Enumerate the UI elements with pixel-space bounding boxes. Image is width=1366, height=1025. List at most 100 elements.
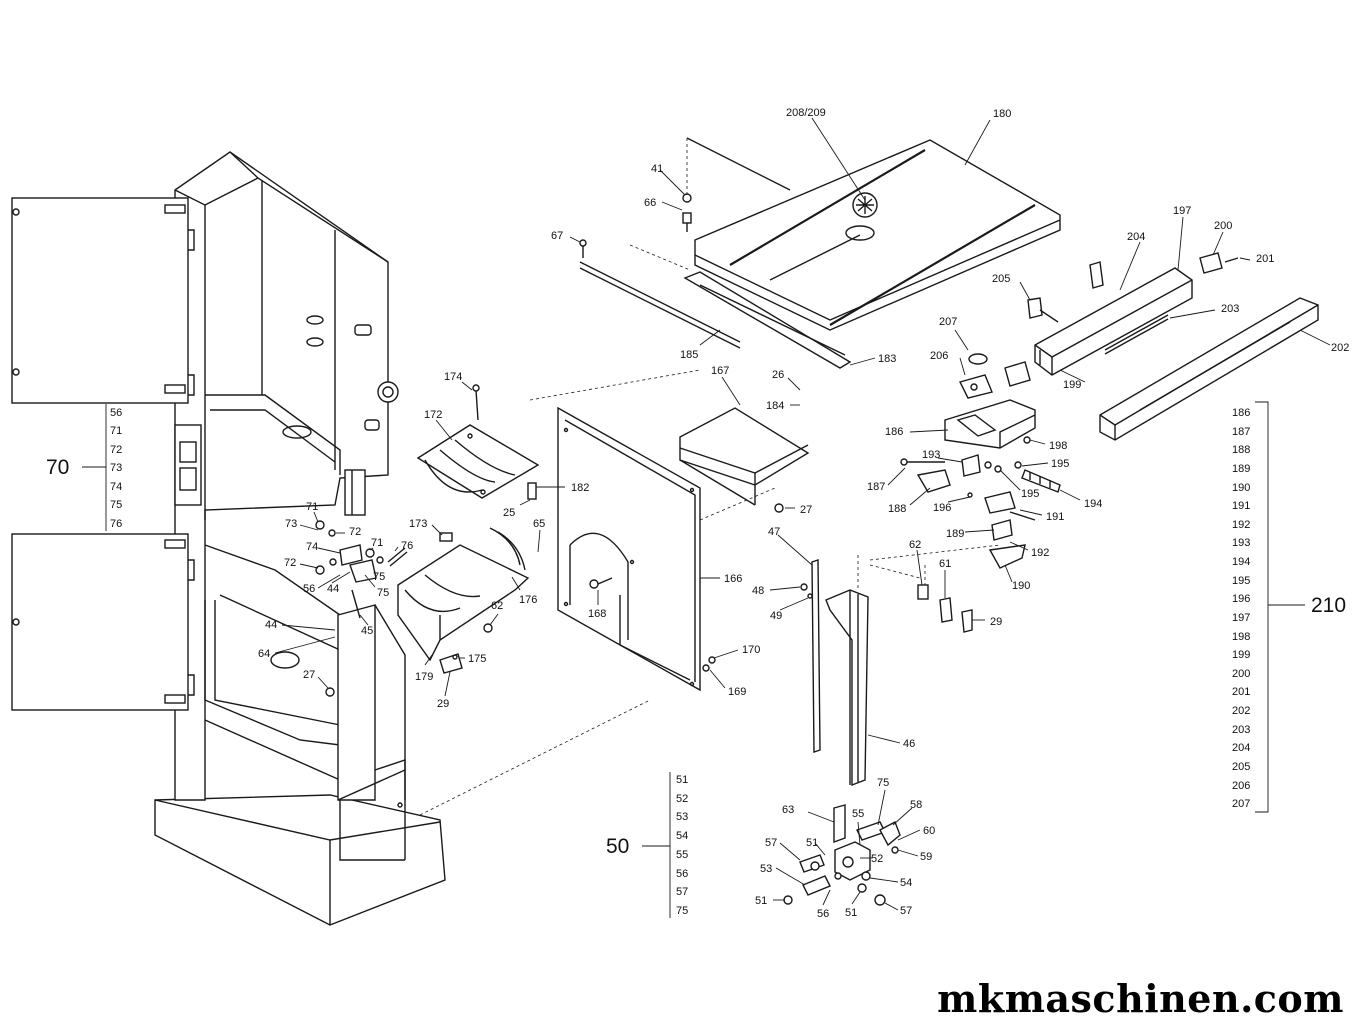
under-table-cover [679,407,810,513]
label-l71: 27 [303,669,315,681]
label-l14: 205 [992,273,1010,285]
label-l39: 48 [752,585,764,597]
label-l35: 29 [990,616,1002,628]
group-210-item: 190 [1232,482,1250,494]
wheel-cover-lower [397,527,530,674]
label-l13: 201 [1256,253,1274,265]
group-210-item: 186 [1232,407,1250,419]
group-210-number: 210 [1311,594,1346,617]
label-l46: 174 [444,371,462,383]
lower-door [11,533,195,711]
group-70-number: 70 [46,456,69,479]
label-l80: 59 [920,851,932,863]
label-l12: 200 [1214,220,1232,232]
label-l83: 51 [755,895,767,907]
label-l30: 189 [946,528,964,540]
group-210-item: 198 [1232,631,1250,643]
label-l6: 185 [680,349,698,361]
group-210-item: 206 [1232,780,1250,792]
label-l34: 61 [939,558,951,570]
table-bolt [682,137,791,232]
label-l73: 75 [877,777,889,789]
group-210-item: 200 [1232,668,1250,680]
label-l1: 208/209 [786,107,826,119]
group-210-item: 193 [1232,537,1250,549]
label-l85: 51 [845,907,857,919]
group-210-item: 201 [1232,686,1250,698]
group-210-item: 188 [1232,444,1250,456]
wheel-cover-upper [416,384,540,500]
group-50-item: 57 [676,886,688,898]
label-l37: 27 [800,504,812,516]
label-l48: 182 [571,482,589,494]
group-210-item: 187 [1232,426,1250,438]
group-50-item: 51 [676,774,688,786]
fence-rail [1034,267,1193,376]
label-l52: 176 [519,594,537,606]
trunnion-assembly [869,374,1061,633]
fence-bar [1099,297,1319,441]
bandsaw-frame [154,151,446,926]
lower-panel [419,369,776,816]
label-l81: 53 [760,863,772,875]
label-l45: 46 [903,738,915,750]
group-210-item: 202 [1232,705,1250,717]
label-l79: 52 [871,853,883,865]
label-l61: 76 [401,540,413,552]
label-l54: 175 [468,653,486,665]
group-210-item: 195 [1232,575,1250,587]
label-l42: 168 [588,608,606,620]
fence-small-parts [968,252,1239,387]
group-210-item: 199 [1232,649,1250,661]
label-l18: 206 [930,350,948,362]
label-l57: 71 [306,501,318,513]
label-l68: 45 [361,625,373,637]
group-50-item: 53 [676,811,688,823]
label-l27: 195 [1021,488,1039,500]
label-l76: 60 [923,825,935,837]
group-70-item: 76 [110,518,122,530]
label-l62: 74 [306,541,318,553]
label-l24: 187 [867,481,885,493]
label-l2: 180 [993,108,1011,120]
label-l31: 192 [1031,547,1049,559]
label-l25: 188 [888,503,906,515]
label-l53: 62 [491,600,503,612]
label-l8: 26 [772,369,784,381]
label-l66: 75 [373,571,385,583]
label-l44: 169 [728,686,746,698]
group-70-item: 71 [110,425,122,437]
label-l9: 184 [766,400,784,412]
label-l40: 49 [770,610,782,622]
group-50-item: 75 [676,905,688,917]
group-70: 70 56 71 72 73 74 75 76 [46,404,122,531]
group-210-item: 207 [1232,798,1250,810]
label-l17: 207 [939,316,957,328]
label-l3: 41 [651,163,663,175]
label-l78: 51 [806,837,818,849]
leader-lines [274,117,1331,911]
guide-post [800,555,921,843]
label-l16: 202 [1331,342,1349,354]
watermark: mkmaschinen.com [937,976,1344,1021]
upper-guide-parts [315,520,408,697]
label-l26: 196 [933,502,951,514]
group-70-item: 72 [110,444,122,456]
label-l65: 44 [327,583,339,595]
label-l21: 198 [1049,440,1067,452]
label-l84: 56 [817,908,829,920]
label-l20: 186 [885,426,903,438]
group-210-item: 189 [1232,463,1250,475]
label-l50: 173 [409,518,427,530]
label-l74: 58 [910,799,922,811]
group-210-item: 205 [1232,761,1250,773]
group-210-item: 192 [1232,519,1250,531]
label-l47: 172 [424,409,442,421]
label-l38: 47 [768,526,780,538]
label-l43: 170 [742,644,760,656]
group-210-item: 194 [1232,556,1250,568]
label-l58: 73 [285,518,297,530]
label-l49: 25 [503,507,515,519]
label-l15: 203 [1221,303,1239,315]
label-l72: 63 [782,804,794,816]
